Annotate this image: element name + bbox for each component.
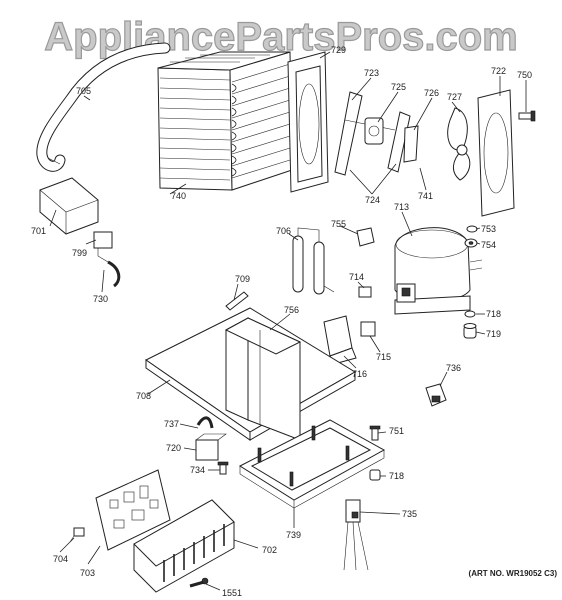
label-1551: 1551 [222,588,242,598]
label-719: 719 [486,329,501,339]
control-board-703 [95,469,171,551]
valve-799 [93,231,121,288]
grommet-718 [464,310,476,318]
cover-716 [323,315,357,365]
label-727: 727 [447,92,462,102]
shield-756 [224,317,302,441]
shroud-722 [477,89,515,217]
shroud-729 [287,51,329,193]
wire-737 [196,416,214,429]
washer-753 [466,225,478,233]
label-706: 706 [276,226,291,236]
strip-709 [225,291,249,311]
screw-734 [217,461,229,475]
frame-739 [238,419,386,509]
label-708: 708 [136,391,151,401]
cover-702 [133,499,235,593]
label-741: 741 [418,191,433,201]
switch-736 [425,383,447,407]
compressor-713 [394,227,483,315]
label-751: 751 [389,426,404,436]
power-cord-735 [343,499,369,571]
label-755: 755 [331,219,346,229]
label-740: 740 [171,191,186,201]
label-720: 720 [166,443,181,453]
overload-715 [360,321,376,337]
art-number: (ART NO. WR19052 C3) [469,569,558,578]
tubing-705 [36,42,171,172]
sleeve-719 [463,323,477,339]
grommet-718-lower [369,469,381,481]
label-722: 722 [491,66,506,76]
label-739: 739 [286,530,301,540]
label-726: 726 [424,88,439,98]
drier-706 [292,227,335,295]
label-701: 701 [31,226,46,236]
screw-751 [369,425,381,441]
label-714: 714 [349,272,364,282]
label-754: 754 [481,240,496,250]
label-736: 736 [446,363,461,373]
bracket-726 [403,125,419,163]
label-703: 703 [80,568,95,578]
label-729: 729 [331,45,346,55]
leader-lines [49,51,527,591]
label-705: 705 [76,86,91,96]
label-716: 716 [352,369,367,379]
label-715: 715 [376,352,391,362]
label-750: 750 [517,70,532,80]
label-730: 730 [93,294,108,304]
relay-720 [195,433,227,461]
label-735: 735 [402,509,417,519]
label-724: 724 [365,195,380,205]
label-737: 737 [164,419,179,429]
label-718-upper: 718 [486,309,501,319]
label-713: 713 [394,202,409,212]
label-709: 709 [235,274,250,284]
label-753: 753 [481,224,496,234]
fan-motor-725 [364,117,384,145]
label-756: 756 [284,305,299,315]
screw-1551 [189,577,209,588]
bracket-701 [39,177,99,235]
screw-750 [518,110,536,122]
label-799: 799 [72,248,87,258]
label-718-lower: 718 [389,471,404,481]
fan-blade-727 [447,107,471,181]
clip-755 [356,227,375,247]
condenser-740 [157,51,293,191]
label-725: 725 [391,82,406,92]
label-723: 723 [364,68,379,78]
grommet-754 [464,238,478,248]
relay-714 [358,286,372,298]
label-704: 704 [53,554,68,564]
part-number-labels: 729 723 725 726 727 722 750 705 740 724 … [31,45,532,598]
label-734: 734 [190,465,205,475]
label-702: 702 [262,545,277,555]
